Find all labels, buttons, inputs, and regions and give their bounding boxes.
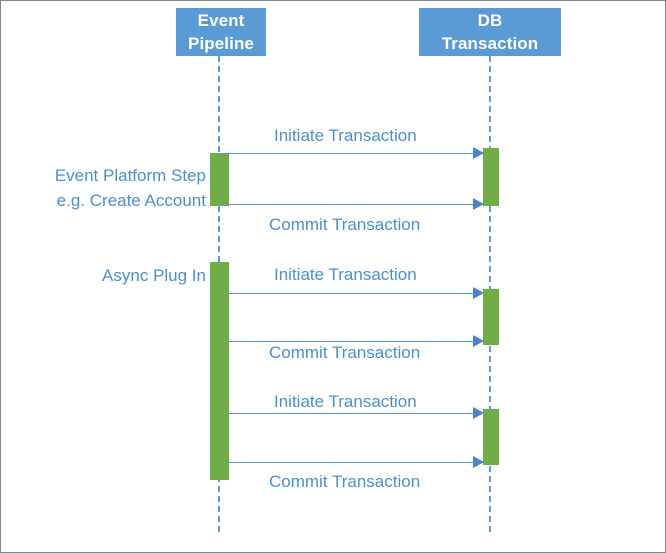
message-line-commit-transaction-1 xyxy=(219,204,484,205)
participant-db-transaction-line1: DB xyxy=(477,11,503,30)
activation-bar-db-transaction-1 xyxy=(483,148,499,206)
message-arrowhead-initiate-transaction-1 xyxy=(473,147,484,159)
message-line-commit-transaction-3 xyxy=(227,462,484,463)
message-line-commit-transaction-2 xyxy=(227,341,484,342)
participant-event-pipeline[interactable]: Event Pipeline xyxy=(176,8,266,56)
message-arrowhead-commit-transaction-3 xyxy=(473,456,484,468)
activation-bar-db-transaction-3 xyxy=(483,409,499,465)
participant-db-transaction-line2: Transaction xyxy=(441,34,539,53)
message-label-commit-transaction-3: Commit Transaction xyxy=(269,472,421,491)
message-line-initiate-transaction-3 xyxy=(227,413,484,414)
actor-label-async-plug-in: Async Plug In xyxy=(21,263,206,288)
actor-label-event-platform-step-line2: e.g. Create Account xyxy=(56,191,206,210)
message-label-initiate-transaction-2: Initiate Transaction xyxy=(274,265,417,284)
message-arrowhead-commit-transaction-1 xyxy=(473,198,484,210)
message-label-initiate-transaction-3: Initiate Transaction xyxy=(274,392,417,411)
message-label-commit-transaction-1: Commit Transaction xyxy=(269,215,421,234)
message-arrowhead-initiate-transaction-2 xyxy=(473,287,484,299)
message-arrowhead-commit-transaction-2 xyxy=(473,335,484,347)
actor-label-event-platform-step: Event Platform Step e.g. Create Account xyxy=(21,163,206,213)
message-arrowhead-initiate-transaction-3 xyxy=(473,407,484,419)
actor-label-event-platform-step-line1: Event Platform Step xyxy=(54,166,206,185)
participant-event-pipeline-line1: Event xyxy=(197,11,245,30)
message-label-initiate-transaction-1: Initiate Transaction xyxy=(274,126,417,145)
participant-db-transaction[interactable]: DB Transaction xyxy=(419,8,561,56)
actor-label-async-plug-in-line1: Async Plug In xyxy=(102,266,206,285)
activation-bar-event-pipeline-2 xyxy=(210,262,229,480)
activation-bar-event-pipeline-1 xyxy=(210,153,229,206)
activation-bar-db-transaction-2 xyxy=(483,289,499,345)
message-label-commit-transaction-2: Commit Transaction xyxy=(269,343,421,362)
message-line-initiate-transaction-2 xyxy=(227,293,484,294)
message-line-initiate-transaction-1 xyxy=(219,153,484,154)
participant-event-pipeline-line2: Pipeline xyxy=(188,34,254,53)
